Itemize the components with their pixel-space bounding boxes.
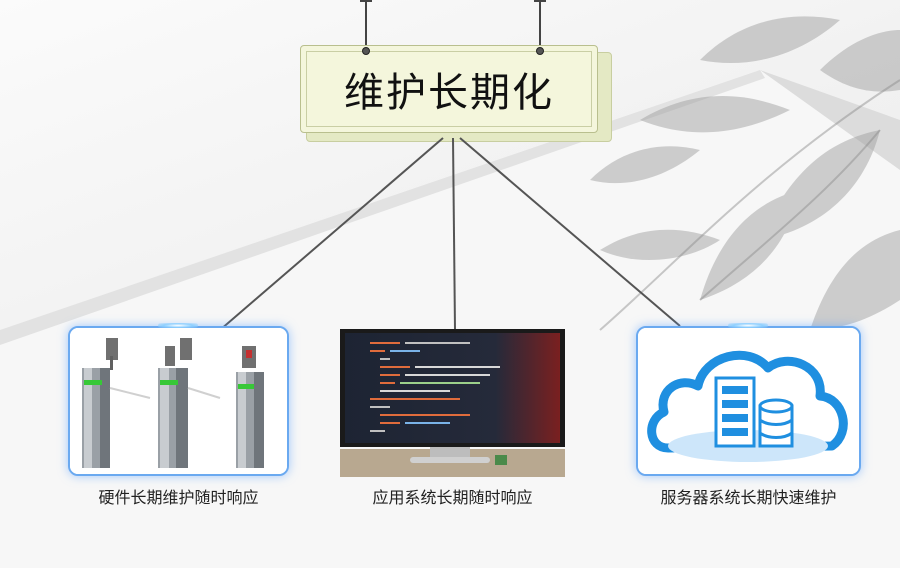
connector-left [219, 137, 444, 331]
turnstile-gates-image [70, 328, 287, 474]
card-glow [158, 323, 198, 328]
title-sign: 维护长期化 [300, 45, 598, 133]
database-icon [758, 398, 794, 448]
card-software [340, 329, 565, 477]
turnstile-gate [82, 338, 151, 468]
caption-server: 服务器系统长期快速维护 [660, 488, 837, 507]
turnstile-gate [236, 346, 264, 468]
card-glow [728, 323, 768, 328]
hanging-wire-cap-left [360, 0, 372, 2]
hanging-wire-cap-right [534, 0, 546, 2]
connector-middle [452, 137, 456, 331]
hanging-wire-left [365, 0, 367, 48]
sign-pin-left [362, 47, 370, 55]
hanging-wire-right [539, 0, 541, 48]
server-rack-icon [714, 376, 756, 448]
code-monitor-image [340, 329, 565, 477]
card-server [636, 326, 861, 476]
page-title: 维护长期化 [306, 51, 592, 127]
turnstile-gate [158, 338, 221, 468]
leaf-shadow [590, 16, 900, 330]
sign-pin-right [536, 47, 544, 55]
caption-software: 应用系统长期随时响应 [372, 488, 533, 507]
connector-right [459, 137, 681, 327]
caption-hardware: 硬件长期维护随时响应 [98, 488, 259, 507]
card-hardware [68, 326, 289, 476]
cloud-server-icon [638, 328, 859, 474]
